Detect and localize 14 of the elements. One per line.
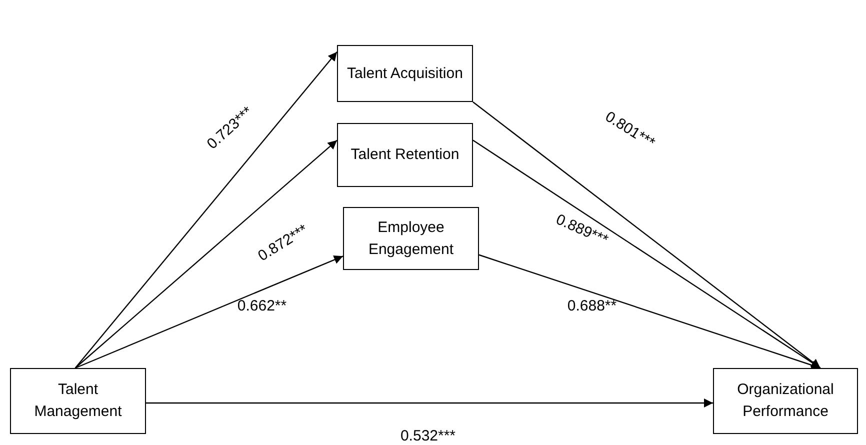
arrow xyxy=(146,398,713,408)
arrow xyxy=(74,140,338,368)
construct-box: Talent Management xyxy=(10,368,146,434)
path-coefficient: 0.688** xyxy=(567,298,617,314)
construct-box: Talent Retention xyxy=(337,123,473,187)
construct-box: Talent Acquisition xyxy=(337,45,473,102)
construct-box: Employee Engagement xyxy=(343,207,479,270)
path-coefficient: 0.889*** xyxy=(553,211,611,249)
arrow xyxy=(478,254,820,370)
arrow xyxy=(74,51,338,368)
path-coefficient: 0.532*** xyxy=(400,428,456,444)
path-coefficient: 0.662** xyxy=(237,298,287,314)
construct-box: Organizational Performance xyxy=(713,368,858,434)
arrow xyxy=(75,255,344,369)
